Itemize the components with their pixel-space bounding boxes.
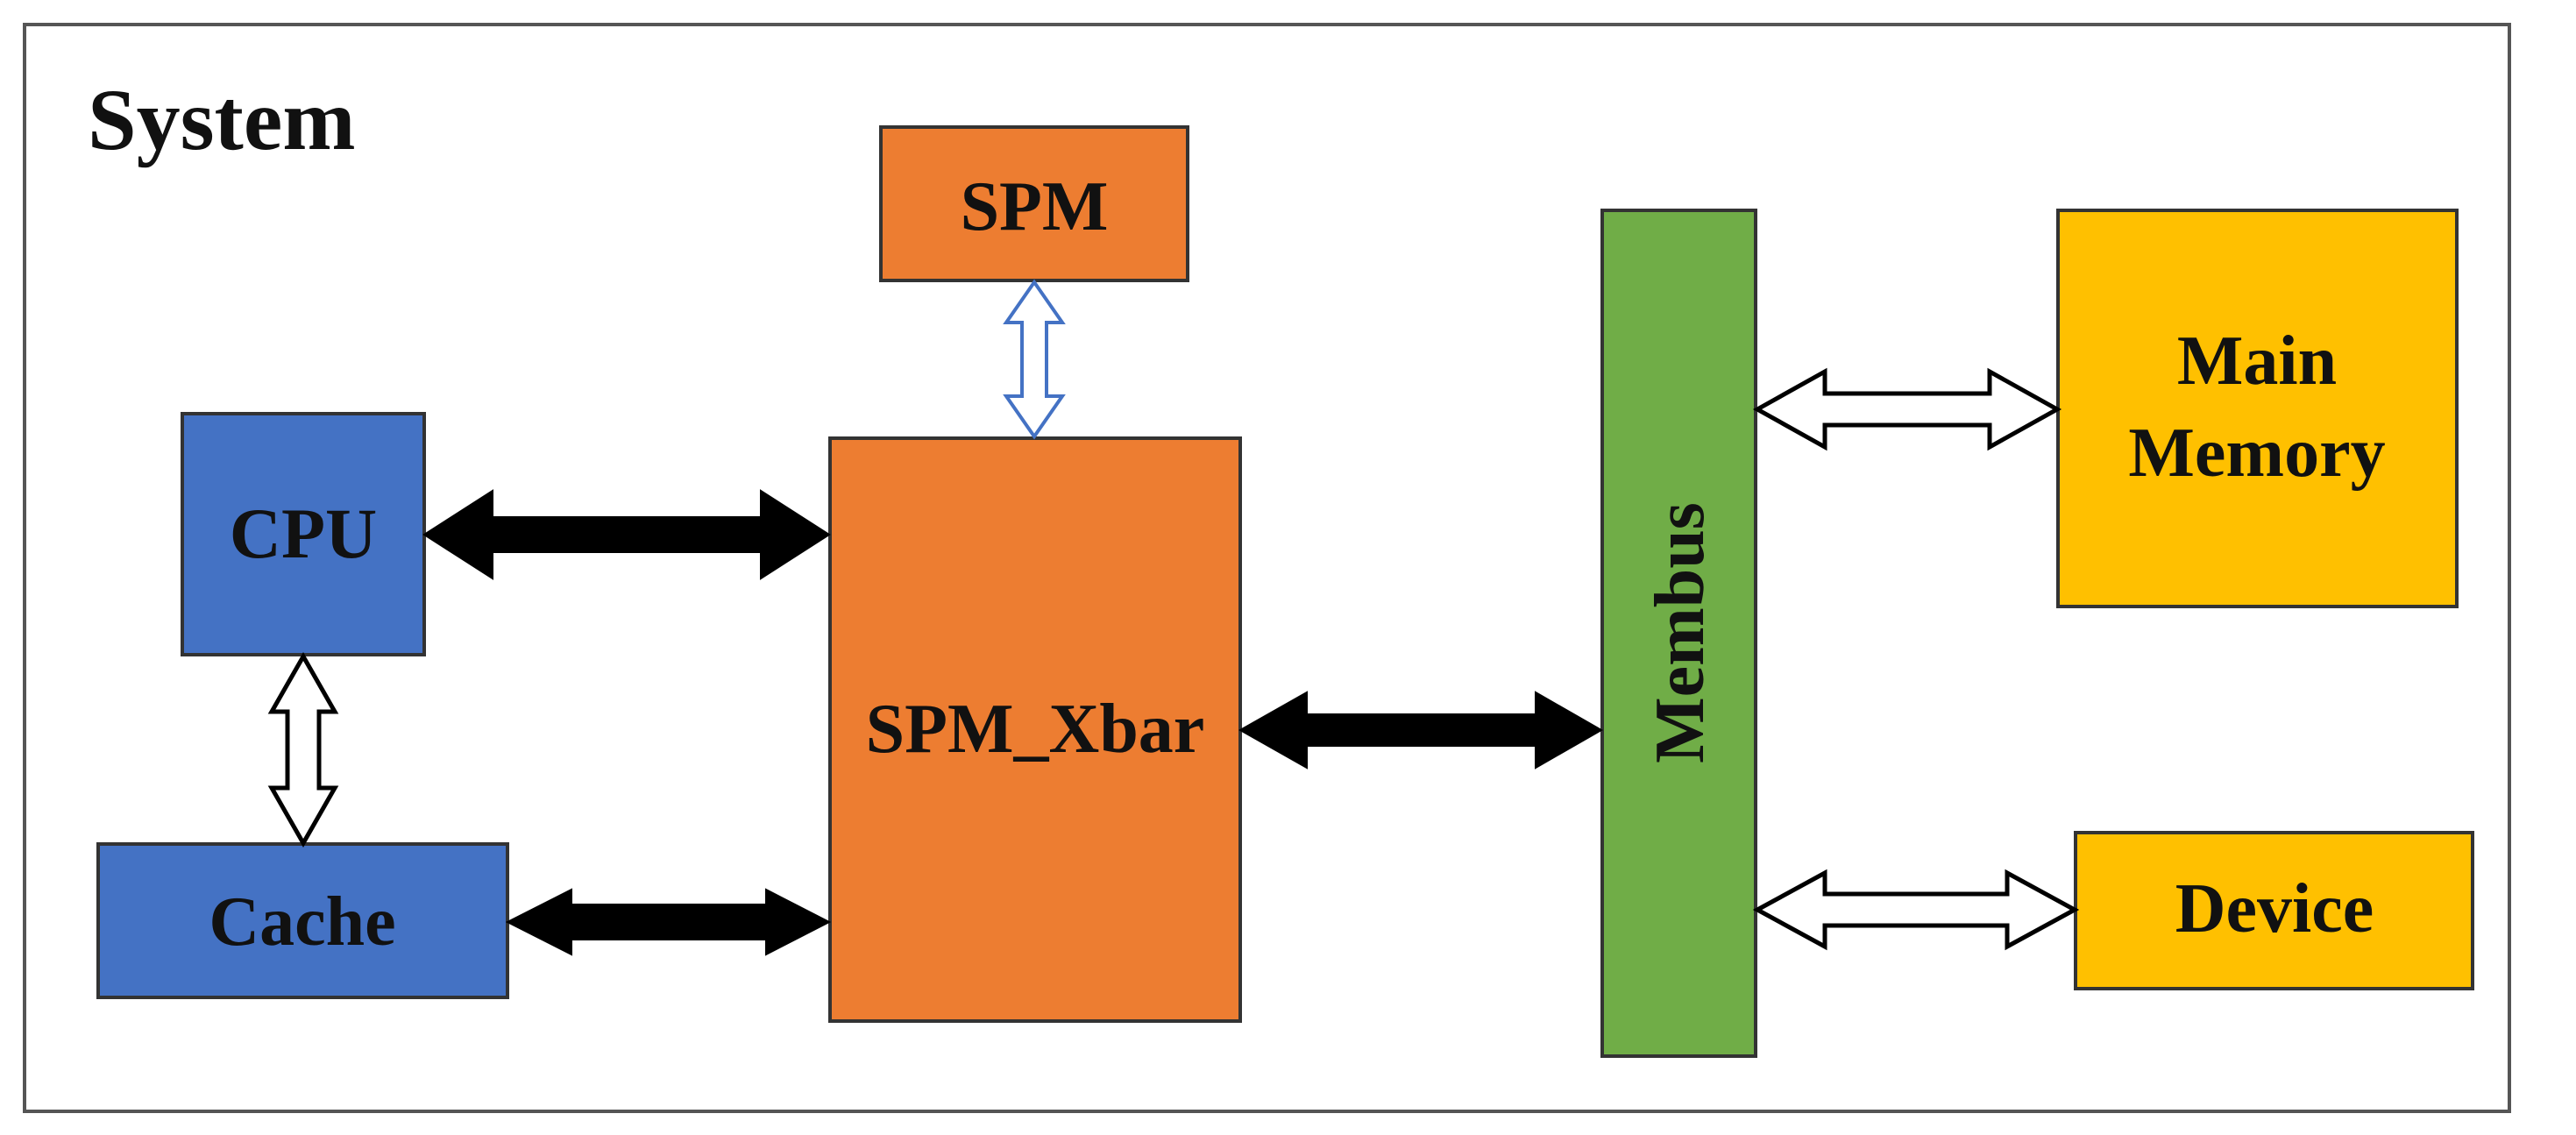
membus-device-arrow [1752,869,2080,951]
membus-block [1600,209,1757,1058]
cpu-xbar-arrow [422,489,831,580]
device-block [2074,831,2474,990]
main-memory-label-line1: Main [2177,323,2337,400]
spm-xbar-arrow [1003,279,1066,440]
cache-label: Cache [209,883,395,961]
system-title: System [88,71,356,168]
xbar-membus-arrow [1238,691,1604,770]
membus-label: Membus [1642,502,1719,763]
spm-block [879,125,1189,282]
cache-block [96,842,509,999]
cpu-cache-arrow [267,651,339,848]
cpu-label: CPU [230,493,378,573]
cache-xbar-arrow [505,888,832,956]
spm-xbar-label: SPM_Xbar [866,691,1205,768]
membus-memory-arrow [1752,367,2062,451]
main-memory-label-line2: Memory [2128,415,2385,492]
spm-label: SPM [961,168,1109,245]
cpu-block [181,412,426,656]
main-memory-block [2056,209,2459,608]
device-label: Device [2175,870,2374,947]
